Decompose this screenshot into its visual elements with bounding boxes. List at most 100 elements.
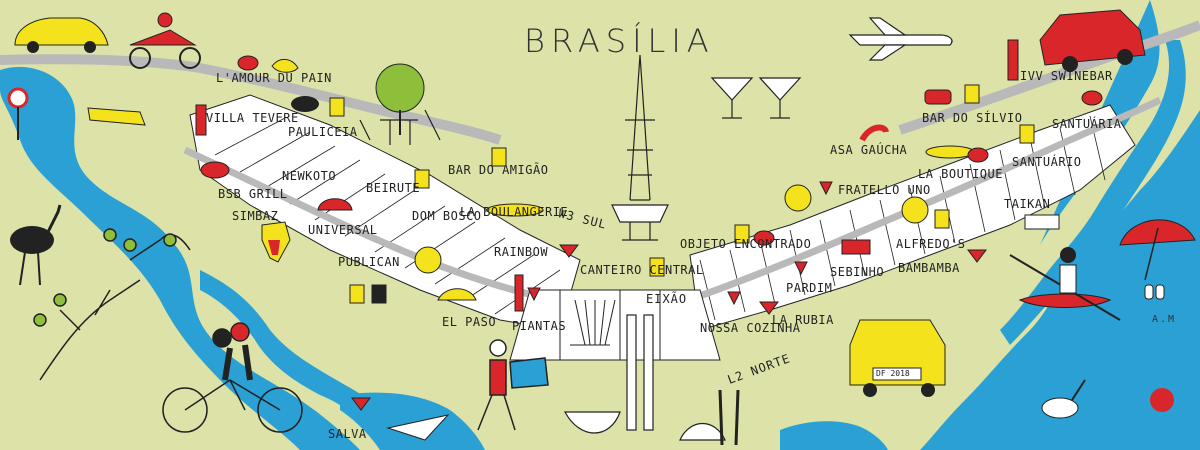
place-taikan[interactable]: TAIKAN (1004, 197, 1051, 211)
wine-bottle-icon (1007, 39, 1019, 81)
red-bowl-icon (237, 55, 259, 71)
beer-mug-icon (491, 147, 507, 167)
beer-mug-icon (1019, 124, 1035, 144)
place-ivv-swinebar[interactable]: IVV SWINEBAR (1020, 69, 1113, 83)
highway-northeast (898, 20, 1200, 135)
tv-tower (611, 54, 669, 241)
place-alfredos[interactable]: ALFREDO'S (896, 237, 966, 251)
no-parking-sign-icon (7, 87, 29, 140)
lake-east-inner (1000, 40, 1186, 345)
wine-glass-icon (727, 291, 741, 306)
beer-mug-icon (414, 169, 430, 189)
place-la-boulangerie[interactable]: LA BOULANGERIE (460, 205, 569, 219)
tourist-with-map-icon (477, 339, 549, 431)
place-canteiro-central[interactable]: CANTEIRO CENTRAL (580, 263, 704, 277)
wine-glass-icon (527, 287, 541, 302)
esplanade (509, 289, 721, 361)
place-simbaz[interactable]: SIMBAZ (232, 209, 279, 223)
place-bsb-grill[interactable]: BSB GRILL (218, 187, 288, 201)
convertible-car-icon (849, 319, 946, 397)
cerrado-trees-icon (33, 228, 191, 381)
place-la-boutique[interactable]: LA BOUTIQUE (918, 167, 1003, 181)
books-icon (841, 239, 871, 255)
pizza-icon (784, 184, 812, 212)
beer-mug-icon (371, 284, 387, 304)
license-plate (872, 367, 922, 381)
place-nossa-cozinha[interactable]: NOSSA COZINHA (700, 321, 801, 335)
beer-mug-icon (329, 97, 345, 117)
meat-icon (924, 89, 952, 105)
beer-mug-icon (934, 209, 950, 229)
pepper-mill-icon (195, 104, 207, 136)
africa-map-icon (261, 221, 291, 263)
heron-icon (1041, 379, 1086, 419)
cloche-icon (317, 198, 353, 211)
place-bar-do-amigao[interactable]: BAR DO AMIGÃO (448, 163, 549, 177)
place-beirute[interactable]: BEIRUTE (366, 181, 421, 195)
place-salva[interactable]: SALVA (328, 427, 367, 441)
chairs-table-icon (359, 109, 441, 145)
lake-south-center (340, 392, 485, 450)
place-rainbow[interactable]: RAINBOW (494, 245, 549, 259)
cocktail-glass-icon (559, 244, 579, 258)
beer-mug-icon (649, 257, 665, 277)
beer-mug-icon (964, 84, 980, 104)
artist-signature: A.M (1152, 314, 1177, 325)
airplane-icon (848, 17, 953, 61)
place-bambamba[interactable]: BAMBAMBA (898, 261, 960, 275)
red-car-icon (1039, 9, 1146, 72)
pizza-icon (414, 246, 442, 274)
national-congress (563, 314, 726, 441)
place-el-paso[interactable]: EL PASO (442, 315, 497, 329)
wine-glass-icon (794, 261, 808, 276)
place-villa-tevere[interactable]: VILLA TEVERE (206, 112, 298, 125)
red-bowl-icon (967, 147, 989, 163)
kayak-icon (1009, 247, 1121, 321)
road-label-eixao: EIXÃO (646, 292, 688, 306)
sushi-icon (1024, 214, 1060, 230)
croissant-icon (271, 59, 299, 73)
map-title: BRASÍLIA (524, 22, 715, 60)
place-santuaria[interactable]: SANTUÁRIA (1052, 117, 1122, 131)
meal-plate-icon (291, 96, 319, 112)
highway-north (0, 54, 502, 145)
place-dom-bosco[interactable]: DOM BOSCO (412, 209, 482, 223)
place-santuario[interactable]: SANTUÁRIO (1012, 155, 1082, 169)
place-publican[interactable]: PUBLICAN (338, 255, 400, 269)
flower-icon (1150, 388, 1174, 412)
red-bowl-icon (753, 230, 775, 246)
tree-icon (375, 63, 425, 135)
grill-icon (200, 161, 230, 179)
beer-mug-icon (734, 224, 750, 244)
place-asa-gaucha[interactable]: ASA GAÚCHA (830, 143, 908, 157)
lake-east-mask (960, 339, 1110, 450)
emu-icon (10, 204, 62, 286)
cocktail-glass-icon (759, 301, 779, 315)
license-plate-text: DF 2018 (876, 369, 910, 378)
wine-bottle-icon (514, 274, 524, 312)
cocktail-glasses-icon (710, 77, 802, 119)
place-newkoto[interactable]: NEWKOTO (282, 169, 337, 183)
dachshund-icon (87, 107, 146, 126)
place-pardim[interactable]: PARDIM (786, 281, 833, 295)
place-piantas[interactable]: PIANTAS (512, 319, 567, 333)
place-bar-do-silvio[interactable]: BAR DO SÍLVIO (922, 111, 1023, 125)
place-objeto-encontrado[interactable]: OBJETO ENCONTRADO (680, 237, 812, 251)
lake-west (0, 66, 360, 450)
paper-plane-icon (386, 414, 450, 441)
sausage-icon (859, 124, 889, 142)
bread-icon (486, 203, 544, 217)
place-universal[interactable]: UNIVERSAL (308, 223, 378, 237)
cathedral (570, 299, 616, 346)
pizza-icon (901, 196, 929, 224)
place-lamour-du-pain[interactable]: L'AMOUR DU PAIN (216, 71, 332, 85)
place-la-rubia[interactable]: LA RUBIA (772, 313, 834, 327)
place-pauliceia[interactable]: PAULICEIA (288, 125, 358, 139)
beer-mug-icon (349, 284, 365, 304)
place-fratello-uno[interactable]: FRATELLO UNO (838, 183, 931, 197)
taco-icon (437, 288, 477, 301)
bicycle-couple-icon (162, 322, 303, 433)
place-sebinho[interactable]: SEBINHO (830, 265, 885, 279)
